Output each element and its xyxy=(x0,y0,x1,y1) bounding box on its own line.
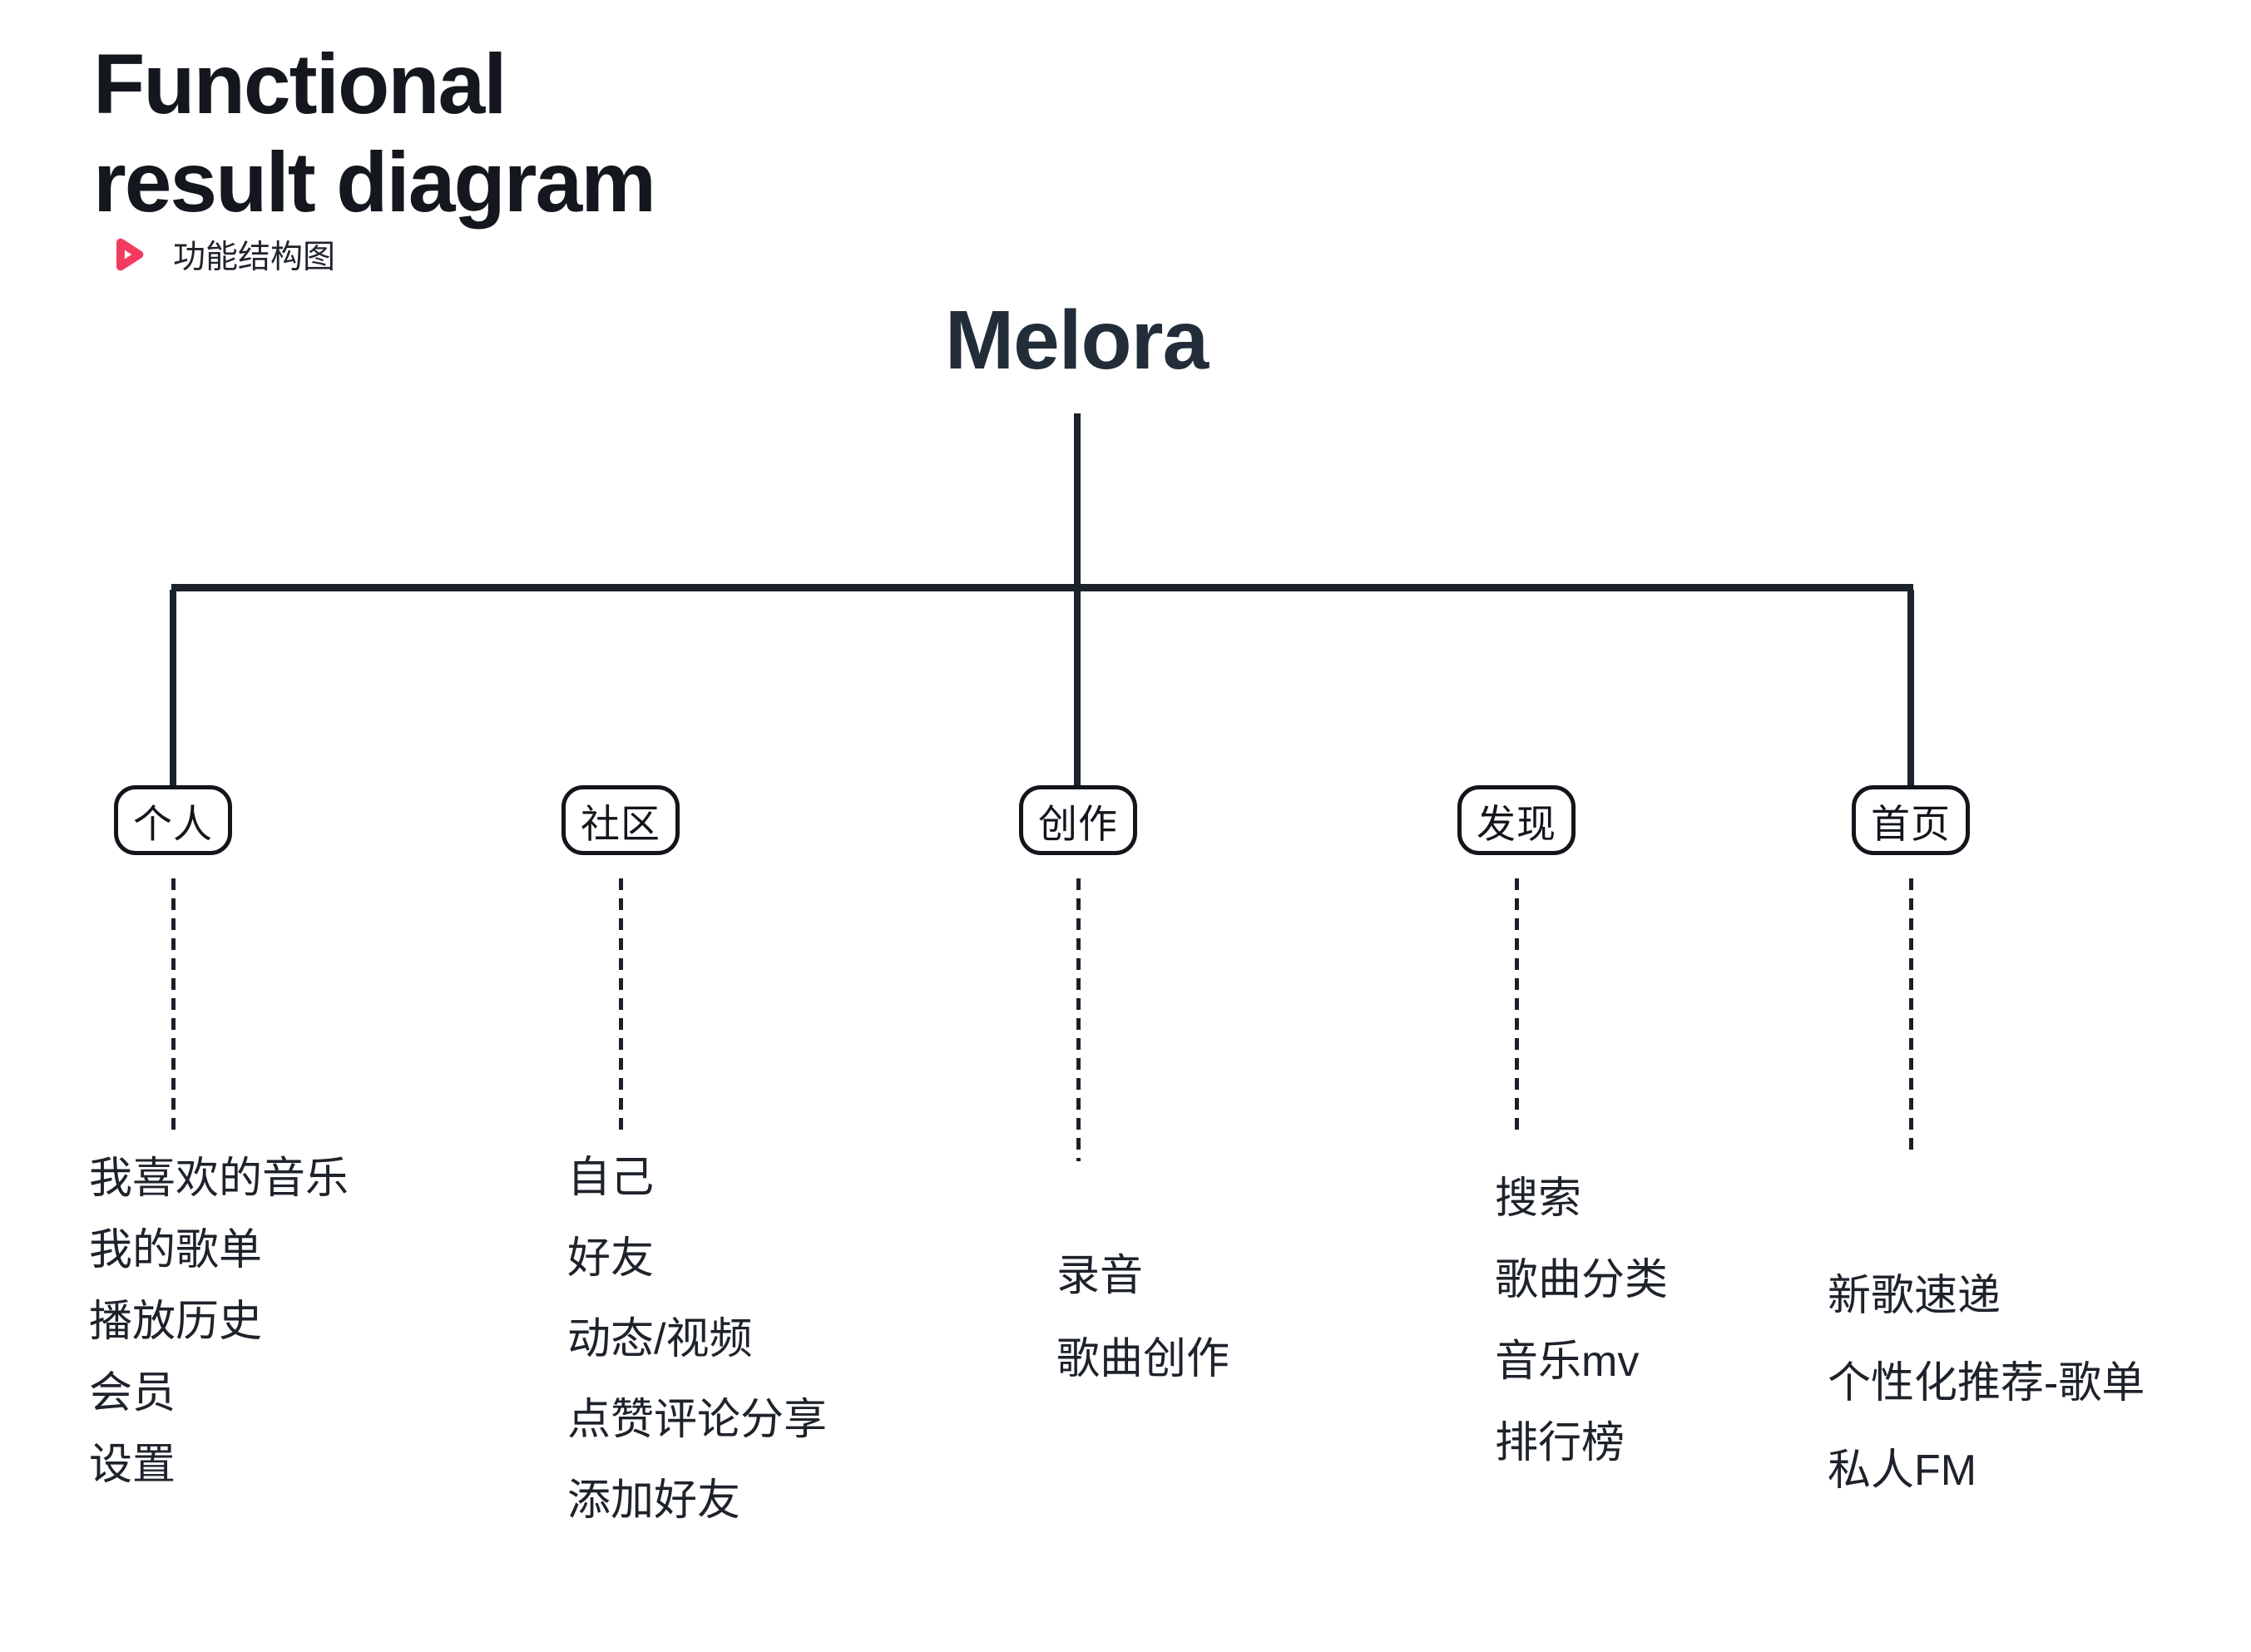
dashed-connector-create xyxy=(1076,878,1081,1161)
branch-node-community: 社区 xyxy=(562,785,680,855)
dashed-connector-personal xyxy=(171,878,176,1136)
leaf-item: 我喜欢的音乐 xyxy=(89,1155,349,1203)
leaf-item: 私人FM xyxy=(1828,1447,1977,1495)
leaf-item: 点赞评论分享 xyxy=(567,1396,828,1444)
connector-trunk-vertical xyxy=(1074,413,1081,586)
page-title-line1: Functional xyxy=(93,37,507,131)
leaf-item: 录音 xyxy=(1056,1252,1144,1300)
legend-label: 功能结构图 xyxy=(173,240,336,275)
leaf-item: 会员 xyxy=(89,1369,176,1417)
leaf-item: 歌曲创作 xyxy=(1056,1335,1230,1383)
leaf-item: 我的歌单 xyxy=(89,1226,263,1274)
branch-node-create: 创作 xyxy=(1019,785,1137,855)
leaf-item: 搜索 xyxy=(1495,1175,1582,1223)
leaf-item: 歌曲分类 xyxy=(1495,1256,1669,1304)
dashed-connector-discover xyxy=(1515,878,1519,1136)
leaf-list-create: 录音 歌曲创作 xyxy=(1056,1234,1229,1401)
leaf-item: 排行榜 xyxy=(1495,1419,1625,1467)
leaf-item: 新歌速递 xyxy=(1828,1272,2001,1320)
leaf-item: 添加好友 xyxy=(567,1476,741,1525)
leaf-item: 音乐mv xyxy=(1495,1338,1640,1386)
dashed-connector-community xyxy=(619,878,623,1136)
leaf-item: 播放历史 xyxy=(89,1298,263,1346)
connector-drop-center xyxy=(1074,590,1081,786)
legend: 功能结构图 xyxy=(105,231,335,278)
leaf-list-discover: 搜索 歌曲分类 音乐mv 排行榜 xyxy=(1495,1158,1668,1484)
leaf-item: 个性化推荐-歌单 xyxy=(1828,1359,2145,1407)
page-title-line2: result diagram xyxy=(93,135,656,230)
root-node-melora: Melora xyxy=(944,294,1209,387)
leaf-item: 自己 xyxy=(567,1154,655,1202)
leaf-item: 设置 xyxy=(89,1441,176,1489)
dashed-connector-home xyxy=(1909,878,1913,1157)
branch-node-personal: 个人 xyxy=(114,785,232,855)
branch-node-home: 首页 xyxy=(1852,785,1970,855)
leaf-item: 动态/视频 xyxy=(567,1315,753,1363)
play-outline-icon xyxy=(116,238,144,271)
leaf-list-personal: 我喜欢的音乐 我的歌单 播放历史 会员 设置 xyxy=(89,1143,349,1501)
branch-node-discover: 发现 xyxy=(1457,785,1576,855)
connector-drop-left xyxy=(170,590,176,786)
connector-horizontal-bar xyxy=(171,584,1913,591)
connector-drop-right xyxy=(1907,590,1914,786)
leaf-item: 好友 xyxy=(567,1234,655,1283)
leaf-list-community: 自己 好友 动态/视频 点赞评论分享 添加好友 xyxy=(567,1138,827,1541)
leaf-list-home: 新歌速递 个性化推荐-歌单 私人FM xyxy=(1828,1253,2145,1515)
